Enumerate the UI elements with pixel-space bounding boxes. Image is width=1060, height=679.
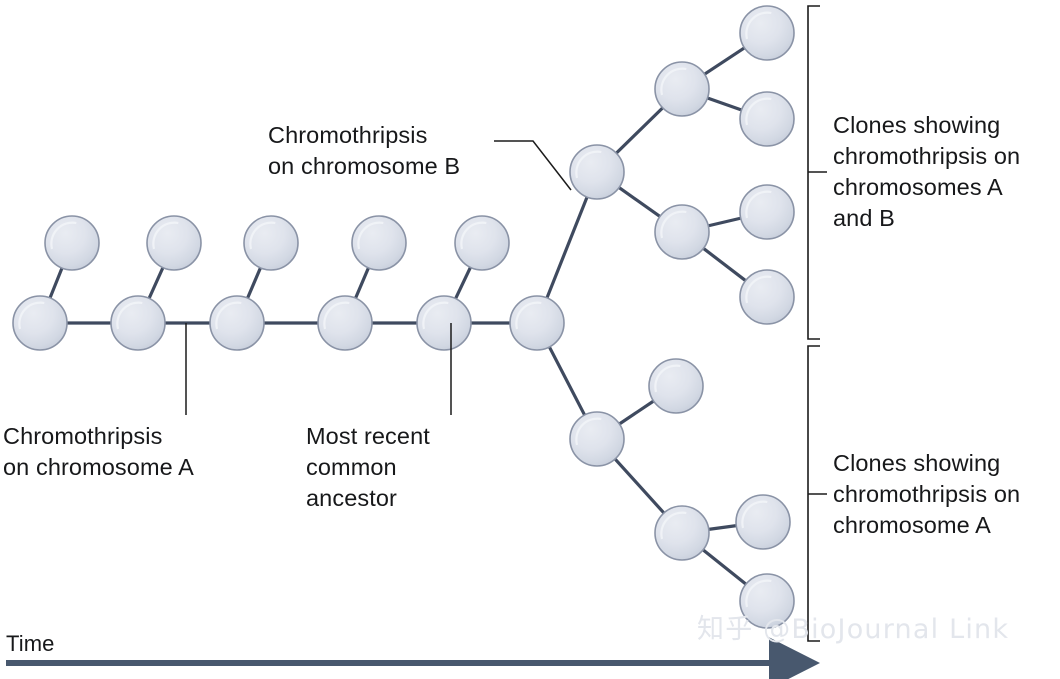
tree-edges [47, 44, 750, 588]
tree-node[interactable] [110, 295, 166, 351]
tree-node[interactable] [44, 215, 100, 271]
tree-branch [615, 184, 664, 220]
tree-node[interactable] [739, 91, 795, 147]
tree-node[interactable] [416, 295, 472, 351]
tree-branch [452, 263, 474, 303]
tree-branch [705, 523, 740, 532]
clade-brackets [807, 5, 827, 642]
tree-branch [700, 245, 749, 284]
tree-node[interactable] [454, 215, 510, 271]
tree-branch [146, 264, 166, 302]
tree-node[interactable] [739, 269, 795, 325]
tree-branch [546, 343, 588, 419]
annotation-clade-chromosome-a: Clones showing chromothripsis on chromos… [833, 450, 1021, 538]
tree-branch [244, 264, 264, 302]
annotation-clade-chromosomes-a-and-b: Clones showing chromothripsis on chromos… [833, 112, 1021, 231]
tree-branch [616, 398, 657, 427]
tree-node[interactable] [739, 5, 795, 61]
time-axis-label: Time [6, 631, 55, 656]
tree-branch [352, 264, 372, 302]
tree-node[interactable] [351, 215, 407, 271]
tree-node[interactable] [735, 494, 791, 550]
leader-chromothripsis-b [494, 140, 572, 191]
tree-node[interactable] [509, 295, 565, 351]
tree-branch [699, 546, 750, 588]
tree-branch [704, 215, 745, 229]
tree-node[interactable] [654, 505, 710, 561]
tree-nodes [12, 5, 795, 629]
tree-node[interactable] [569, 411, 625, 467]
tree-branch [544, 193, 590, 302]
tree-branch [47, 264, 65, 302]
leader-lines [185, 140, 572, 415]
tree-branch [704, 95, 745, 113]
watermark-text: 知乎 @BioJournal Link [697, 614, 1010, 645]
tree-node[interactable] [569, 144, 625, 200]
tree-branch [701, 44, 748, 78]
tree-node[interactable] [209, 295, 265, 351]
tree-node[interactable] [317, 295, 373, 351]
tree-node[interactable] [739, 184, 795, 240]
annotation-most-recent-common-ancestor: Most recent common ancestor [306, 423, 430, 511]
tree-node[interactable] [12, 295, 68, 351]
tree-node[interactable] [654, 204, 710, 260]
tree-node[interactable] [648, 358, 704, 414]
tree-node[interactable] [146, 215, 202, 271]
tree-node[interactable] [243, 215, 299, 271]
tree-node[interactable] [739, 573, 795, 629]
annotation-chromothripsis-chromosome-a: Chromothripsis on chromosome A [3, 423, 194, 480]
annotation-chromothripsis-chromosome-b: Chromothripsis on chromosome B [268, 122, 461, 179]
tree-branch [613, 104, 666, 157]
tree-branch [611, 455, 668, 517]
tree-node[interactable] [654, 61, 710, 117]
